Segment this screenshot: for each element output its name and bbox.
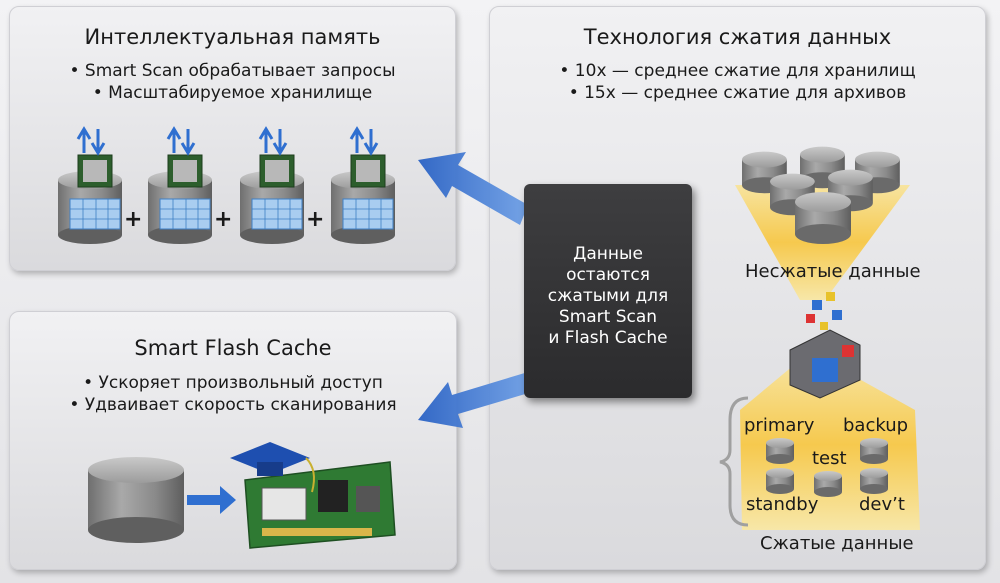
flash-bullet-2: • Удваивает скорость сканирования	[69, 395, 397, 415]
plus-sign-2: +	[214, 207, 233, 232]
flash-bullet-1: • Ускоряет произвольный доступ	[83, 373, 383, 393]
compression-bullet-1: • 10x — среднее сжатие для хранилищ	[559, 61, 916, 81]
plus-sign-3: +	[306, 207, 325, 232]
plus-sign-1: +	[124, 207, 143, 232]
db-label-test: test	[812, 448, 847, 469]
memory-title: Интеллектуальная память	[84, 25, 381, 49]
db-label-dev: dev’t	[859, 494, 905, 515]
compressed-data-label: Сжатые данные	[760, 533, 914, 554]
compression-bullet-2: • 15x — среднее сжатие для архивов	[568, 83, 907, 103]
memory-bullet-1: • Smart Scan обрабатывает запросы	[69, 61, 396, 81]
center-box-text: Данные остаются сжатыми для Smart Scan и…	[547, 243, 669, 348]
storage-server-2	[148, 126, 212, 244]
compressor-blocks-icon	[789, 292, 861, 399]
arrow-to-flash-card-icon	[187, 486, 236, 514]
db-label-primary: primary	[744, 415, 815, 436]
storage-servers	[58, 126, 395, 244]
arrow-to-memory	[418, 152, 528, 225]
disk-cylinder	[88, 457, 184, 543]
db-label-standby: standby	[746, 494, 819, 515]
arrow-to-flash-cache	[418, 372, 532, 428]
compressed-bracket	[719, 396, 749, 527]
storage-server-3	[240, 126, 304, 244]
data-remains-compressed-box: Данные остаются сжатыми для Smart Scan и…	[524, 184, 692, 398]
storage-server-4	[331, 126, 395, 244]
flash-title: Smart Flash Cache	[134, 336, 332, 360]
storage-server-1	[58, 126, 122, 244]
uncompressed-data-label: Несжатые данные	[745, 261, 921, 282]
memory-bullet-2: • Масштабируемое хранилище	[92, 83, 373, 103]
compression-title: Технология сжатия данных	[583, 25, 892, 49]
flash-card-icon	[230, 442, 396, 549]
db-label-backup: backup	[843, 415, 909, 436]
